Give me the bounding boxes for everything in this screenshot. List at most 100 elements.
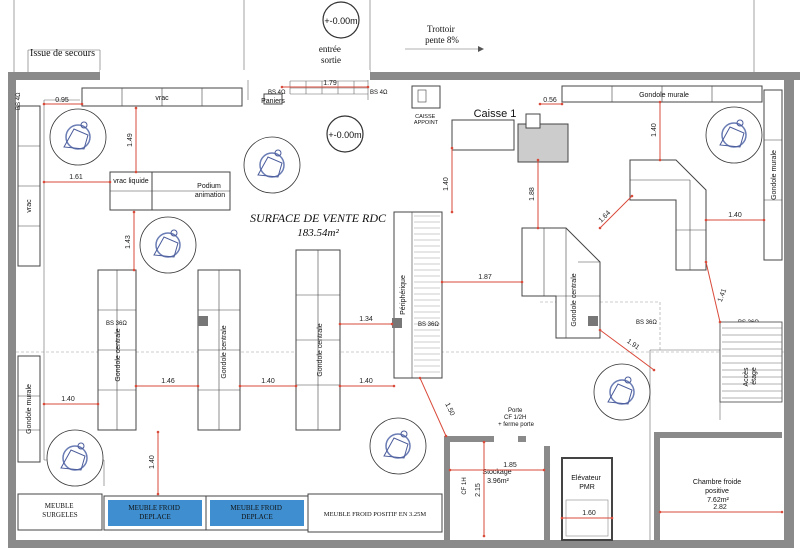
wheelchair-circle (46, 429, 104, 487)
vrac-liquide: vrac liquide (109, 171, 153, 211)
dimension-label: 1.88 (529, 187, 536, 201)
podium-label: Podium animation (195, 183, 225, 199)
dimension-label: 0.56 (543, 97, 557, 104)
chambre-froide: Chambre froide positive 7.62m² (654, 432, 782, 540)
dimension-d140c: 1.40 (338, 378, 396, 388)
caisse-label: Caisse 1 (474, 108, 517, 120)
podium-animation: Podium animation (151, 171, 231, 211)
vrac-top-label: vrac (155, 95, 169, 102)
outside-walls (13, 0, 755, 72)
bs-tag-1: BS 36Ω (106, 321, 127, 327)
vrac-top-shelf: vrac (81, 87, 243, 107)
meuble-froid-1-label: MEUBLE FROID DEPLACE (128, 504, 181, 521)
wheelchair-circle (369, 417, 427, 475)
gondole-centrale-1-label: Gondole centrale (115, 328, 122, 381)
dimension-d134: 1.34 (338, 316, 394, 326)
dimension-d150: 1.50 (418, 376, 455, 438)
room-title: SURFACE DE VENTE RDC (250, 211, 387, 225)
dimension-d188: 1.88 (529, 158, 540, 230)
meuble-froid-positif: MEUBLE FROID POSITIF EN 3.25M (307, 493, 443, 533)
gondole-murale-right: Gondole murale (763, 89, 783, 261)
meuble-surgeles-label: MEUBLE SURGELES (42, 502, 78, 519)
chambre-froide-label: Chambre froide positive 7.62m² (693, 479, 743, 504)
dimension-label: 1.41 (717, 288, 728, 303)
elevateur-pmr: Elévateur PMR (561, 457, 613, 541)
peripherique-hatch (414, 215, 440, 373)
meuble-froid-positif-label: MEUBLE FROID POSITIF EN 3.25M (324, 511, 427, 518)
caisse-appoint-label: CAISSE APPOINT (414, 114, 439, 126)
gondole-murale-right-label: Gondole murale (771, 150, 778, 200)
paniers-label: Paniers (261, 98, 285, 105)
dimension-d140b: 1.40 (238, 378, 298, 388)
dimension-d143: 1.43 (125, 210, 136, 272)
staircase: Accès étage (719, 321, 783, 403)
gondole-centrale-3: Gondole centrale (295, 249, 341, 431)
dimension-d140e: 1.40 (443, 146, 454, 214)
gondole-murale-top-label: Gondole murale (639, 92, 689, 99)
dimension-label: 1.91 (625, 338, 640, 352)
dimension-d146: 1.46 (134, 378, 200, 388)
meuble-froid-2-label: MEUBLE FROID DEPLACE (230, 504, 283, 521)
stockage-room: Stockage 3.96m² Porte CF 1/2H + ferme po… (444, 408, 550, 540)
wheelchair-circle (243, 136, 301, 194)
dimension-d140f: 1.40 (651, 100, 662, 162)
dimension-d140a: 1.40 (42, 396, 100, 406)
wheelchair-circle (705, 106, 763, 164)
caisse-appoint: CAISSE APPOINT (411, 85, 441, 126)
cf-label: CF 1H (462, 477, 468, 494)
dimension-d141: 1.41 (704, 260, 728, 324)
interior-lines (16, 99, 784, 540)
dimension-d149: 1.49 (127, 106, 138, 174)
peripherique-label: Périphérique (400, 275, 407, 315)
dimension-label: 1.34 (359, 316, 373, 323)
dimension-label: 1.43 (125, 235, 132, 249)
dimension-label: 1.40 (359, 378, 373, 385)
dimension-label: 1.46 (161, 378, 175, 385)
dimension-d185: 1.85 (448, 462, 546, 472)
dimension-label: 1.60 (582, 510, 596, 517)
stair-label: Accès étage (743, 365, 758, 386)
gondole-murale-left-label: Gondole murale (26, 384, 33, 434)
level-inside-label: +-0.00m (328, 130, 361, 140)
dimension-label: 1.40 (149, 455, 156, 469)
dimension-label: 1.61 (69, 174, 83, 181)
stockage-label: Stockage 3.96m² (482, 469, 513, 485)
gondole-centrale-2-label: Gondole centrale (221, 325, 228, 378)
bs-tag-3: BS 36Ω (636, 320, 657, 326)
dimension-d282: 2.82 (658, 504, 784, 514)
dimension-d215: 2.15 (475, 440, 486, 538)
dimension-label: 1.49 (127, 133, 134, 147)
gondole-centrale-3-label: Gondole centrale (317, 323, 324, 376)
bs-tag-top: BS 4Ω (268, 90, 286, 96)
gondole-murale-left: Gondole murale (17, 355, 41, 463)
vrac-left-label: vrac (26, 199, 33, 213)
dimension-label: 1.40 (728, 212, 742, 219)
gondole-centrale-4-label: Gondole centrale (571, 273, 578, 326)
bs-tag-left: BS 4Ω (16, 92, 22, 110)
meuble-froid-deplace-1: MEUBLE FROID DEPLACE (103, 495, 207, 531)
dimension-d160: 1.60 (560, 510, 614, 520)
level-top-label: +-0.00m (324, 16, 357, 26)
dimension-label: 1.50 (443, 402, 455, 417)
dimension-label: 1.40 (651, 123, 658, 137)
dimension-label: 1.87 (478, 274, 492, 281)
gondole-centrale-2: Gondole centrale (197, 269, 241, 431)
dimension-label: 1.40 (61, 396, 75, 403)
dimension-label: 1.40 (261, 378, 275, 385)
entrance-doors (247, 80, 369, 100)
room-area: 183.54m² (297, 227, 339, 239)
peripherique: Périphérique (392, 211, 443, 379)
vrac-liquide-label: vrac liquide (113, 178, 149, 185)
dimension-label: 2.82 (713, 504, 727, 511)
dimension-label: 1.85 (503, 462, 517, 469)
exit-label: Issue de secours (30, 48, 95, 59)
level-marker-top: +-0.00m (322, 1, 360, 39)
dimension-d187: 1.87 (440, 274, 524, 284)
wheelchair-circle (139, 216, 197, 274)
vrac-left-shelf: vrac (17, 105, 41, 267)
outer-wall (8, 70, 800, 548)
meuble-froid-deplace-2: MEUBLE FROID DEPLACE (205, 495, 309, 531)
dimension-d095: 0.95 (42, 97, 84, 106)
gondole-diagonale (629, 159, 707, 271)
wheelchair-circle (49, 108, 107, 166)
